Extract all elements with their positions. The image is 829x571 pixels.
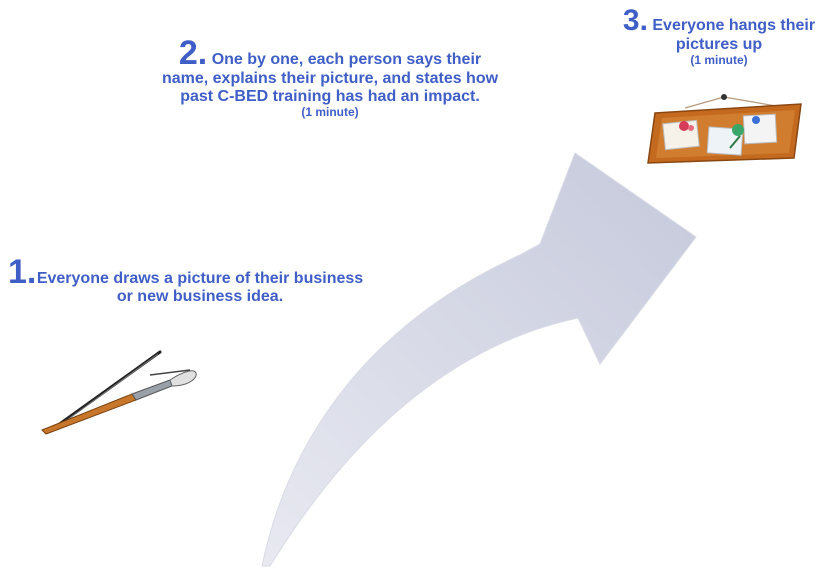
step3-number-value: 3 [623,4,640,37]
step3-number: 3. [623,4,648,37]
step2-text: One by one, each person says their name,… [162,51,498,105]
step1-description: Everyone draws a picture of their busine… [30,270,370,306]
step1-text: Everyone draws a picture of their busine… [37,270,363,305]
step2-duration: (1 minute) [160,106,500,119]
step3-block: 3. Everyone hangs their pictures up (1 m… [612,6,826,67]
step2-number-value: 2 [179,34,198,72]
step1-number-value: 1 [8,253,27,291]
step3-text: Everyone hangs their pictures up [652,17,815,53]
step2-block: 2. One by one, each person says their na… [160,36,500,119]
step2-number: 2. [179,34,207,72]
step3-duration: (1 minute) [612,54,826,67]
